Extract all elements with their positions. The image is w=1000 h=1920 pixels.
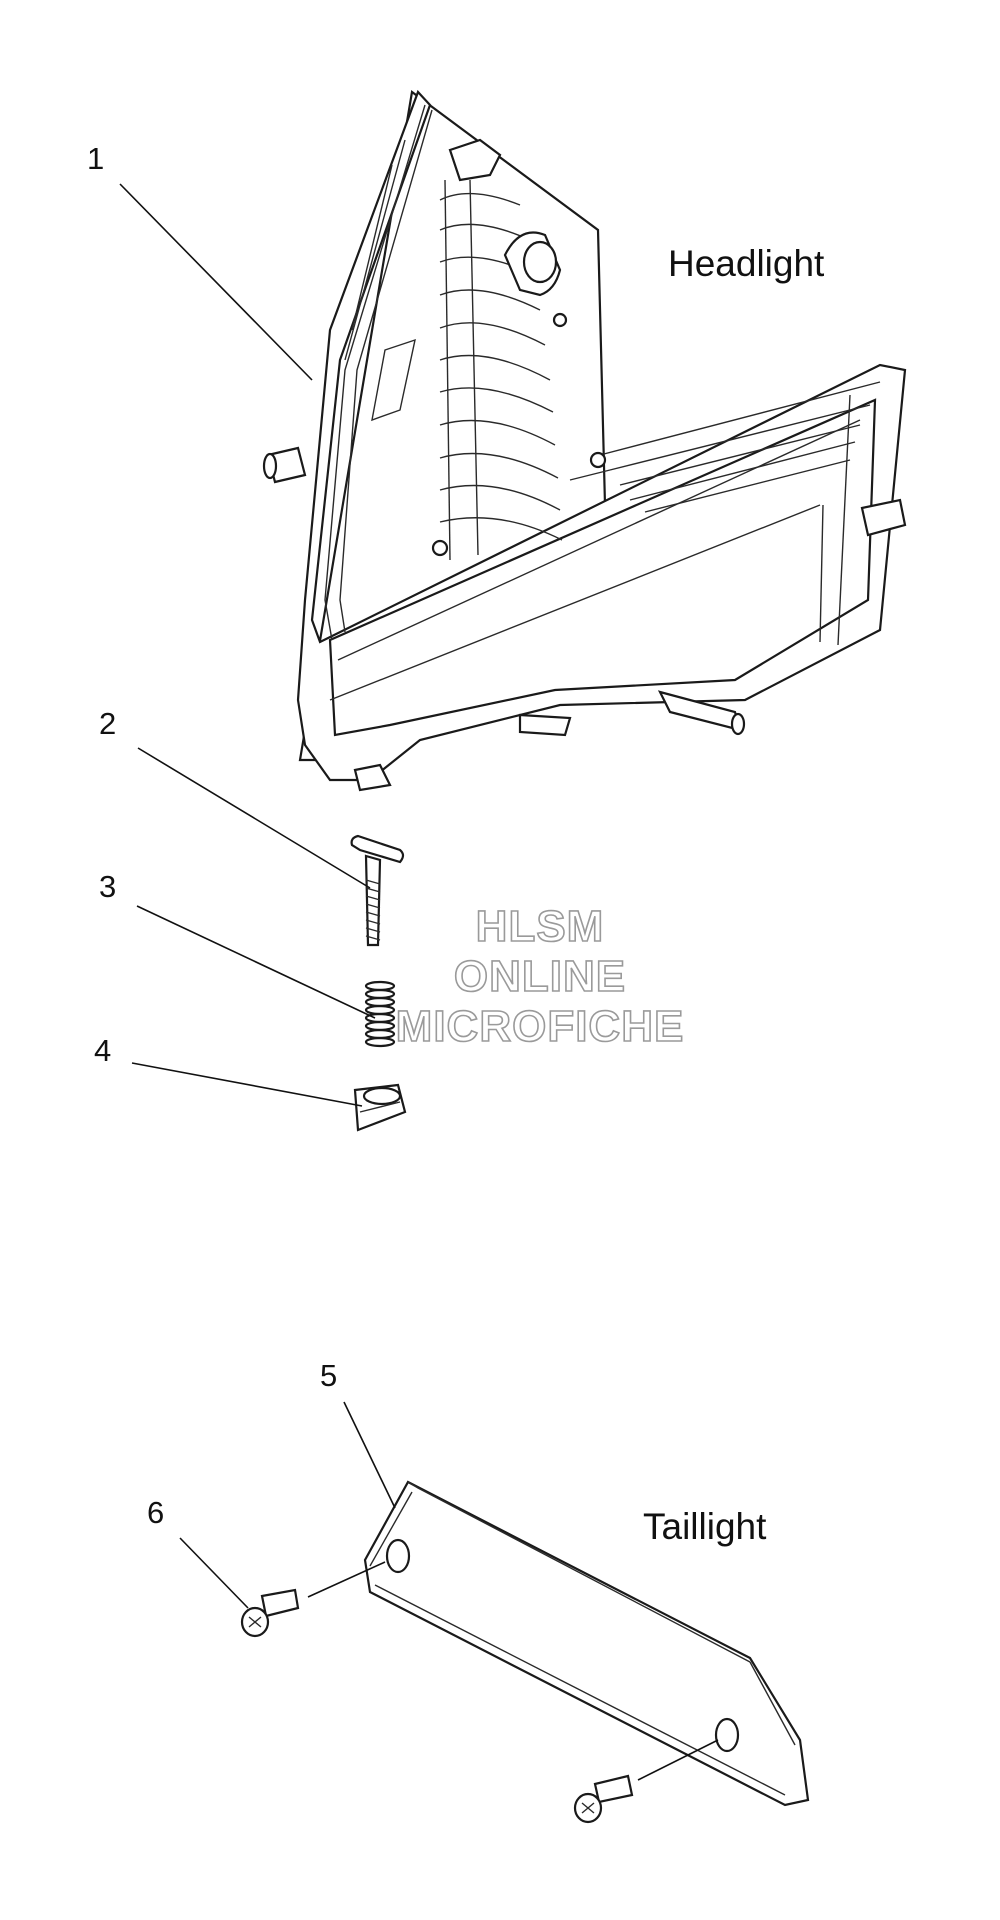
headlight-label: Headlight (668, 243, 825, 284)
headlight-assembly (262, 89, 907, 792)
spring (364, 980, 396, 1048)
callout-6: 6 (147, 1495, 165, 1530)
screw-upper (240, 1588, 300, 1638)
callout-2: 2 (99, 706, 117, 741)
screw-lower (573, 1774, 634, 1824)
watermark-line-3: MICROFICHE (395, 1002, 685, 1051)
taillight-assembly (363, 1480, 810, 1807)
retaining-clip (353, 1083, 407, 1132)
callout-3: 3 (99, 869, 117, 904)
leader-lines (119, 183, 719, 1781)
watermark-line-1: HLSM (475, 902, 605, 951)
watermark-line-2: ONLINE (453, 952, 627, 1001)
callout-5: 5 (320, 1358, 338, 1393)
t-bolt (350, 834, 405, 947)
taillight-label: Taillight (643, 1506, 767, 1547)
callout-1: 1 (87, 141, 105, 176)
callout-4: 4 (94, 1033, 112, 1068)
